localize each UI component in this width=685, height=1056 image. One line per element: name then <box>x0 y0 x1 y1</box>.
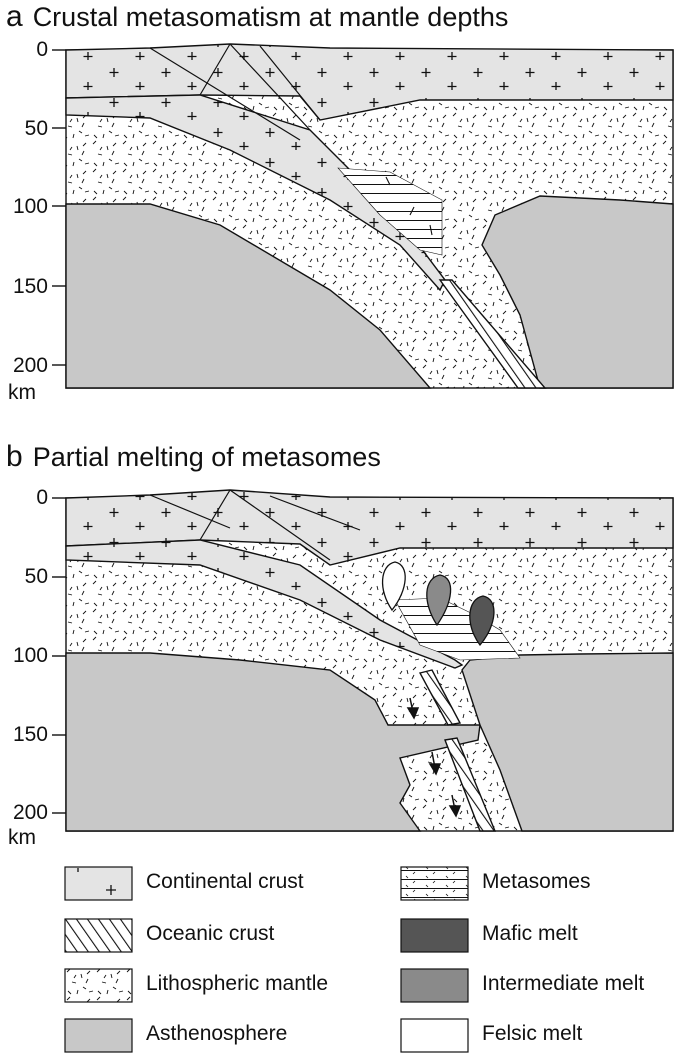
panel-b-subducting-crust <box>65 539 464 669</box>
panel-b-asthenosphere-left <box>65 652 481 832</box>
legend-label: Lithospheric mantle <box>146 972 329 995</box>
panel-a-tick-150: 150 <box>12 275 48 298</box>
legend-label: Metasomes <box>482 870 591 893</box>
panel-b-cross-section <box>52 489 674 832</box>
panel-a-oceanic-crust <box>438 279 547 389</box>
felsic-melt-diapir <box>381 561 406 612</box>
panel-b-tick-200: 200 <box>12 801 48 824</box>
lithospheric-mantle-swatch <box>64 968 133 1003</box>
metasomes-swatch <box>400 866 469 901</box>
legend-label: Asthenosphere <box>146 1022 288 1045</box>
legend-label: Intermediate melt <box>482 972 645 995</box>
panel-b-asthenosphere-right <box>461 652 674 832</box>
legend-label: Continental crust <box>146 870 304 893</box>
panel-b-tick-50: 50 <box>24 565 48 588</box>
panel-a-title: a Crustal metasomatism at mantle depths <box>6 0 508 34</box>
panel-a-tick-100: 100 <box>12 195 48 218</box>
legend-label: Mafic melt <box>482 922 578 945</box>
panel-a-asthenosphere-right <box>481 195 674 389</box>
panel-a-letter: a <box>6 0 23 33</box>
panel-a-axis-ticks <box>52 49 66 366</box>
panel-a-tick-0: 0 <box>36 38 48 61</box>
panel-a-tick-200: 200 <box>12 354 48 377</box>
panel-b-title-text: Partial melting of metasomes <box>32 442 381 472</box>
panel-a-cross-section <box>52 43 674 389</box>
panel-a-title-text: Crustal metasomatism at mantle depths <box>32 2 509 32</box>
panel-b-tick-0: 0 <box>36 486 48 509</box>
panel-a-metasomes <box>337 167 443 256</box>
intermediate-melt-swatch <box>400 968 469 1003</box>
mafic-melt-diapir <box>469 595 495 647</box>
oceanic-crust-swatch <box>64 918 133 953</box>
panel-b-title: b Partial melting of metasomes <box>6 440 381 474</box>
panel-b-tick-100: 100 <box>12 644 48 667</box>
asthenosphere-swatch <box>64 1018 133 1053</box>
legend-label: Oceanic crust <box>146 922 275 945</box>
panel-a-depth-unit: km <box>8 381 36 404</box>
panel-b-oceanic-crust <box>418 669 497 832</box>
panel-b-depth-unit: km <box>8 826 36 849</box>
slab-sinking-arrows <box>406 697 462 818</box>
legend: Continental crust Oceanic crust Lithosph… <box>0 860 685 1056</box>
panel-a-asthenosphere-left <box>65 203 432 389</box>
panel-b-axis-ticks <box>52 497 66 814</box>
panel-b-tick-150: 150 <box>12 723 48 746</box>
intermediate-melt-diapir <box>426 574 452 627</box>
mafic-melt-swatch <box>400 918 469 953</box>
panel-a-tick-50: 50 <box>24 117 48 140</box>
legend-label: Felsic melt <box>482 1022 583 1045</box>
felsic-melt-swatch <box>400 1018 469 1053</box>
continental-crust-swatch <box>64 866 133 901</box>
panel-b-letter: b <box>6 440 23 473</box>
